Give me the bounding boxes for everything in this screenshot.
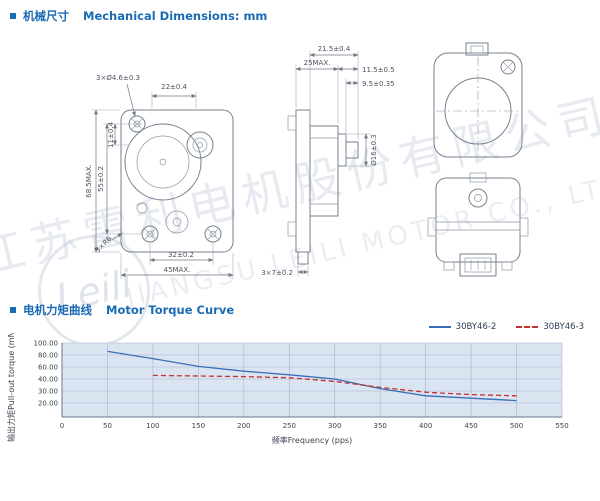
front-view-drawing: 22±0.4 3×Ø4.6±0.3 68.5MAX. 55±0.2 11±0.4 xyxy=(85,74,234,279)
svg-text:60.00: 60.00 xyxy=(38,364,58,372)
dimension-label: 3×7±0.2 xyxy=(261,269,293,277)
series-label: 30BY46-2 xyxy=(455,322,497,332)
svg-text:30.00: 30.00 xyxy=(38,388,58,396)
section-bullet-icon xyxy=(10,13,16,19)
legend-item-30BY46-3: 30BY46-3 xyxy=(516,322,584,332)
svg-text:100.00: 100.00 xyxy=(34,340,59,348)
dimension-label: 3×Ø4.6±0.3 xyxy=(96,74,140,82)
dimension-label: 11±0.4 xyxy=(107,122,115,148)
svg-text:20.00: 20.00 xyxy=(38,400,58,408)
section-bullet-icon xyxy=(10,307,16,313)
dimension-label: 25MAX. xyxy=(304,59,331,67)
dimension-label: 22±0.4 xyxy=(161,83,187,91)
top-view-drawing xyxy=(433,42,523,158)
section-title-en: Mechanical Dimensions: mm xyxy=(83,9,268,23)
svg-text:150: 150 xyxy=(192,422,205,430)
section-title-zh: 电机力矩曲线 xyxy=(23,303,92,317)
svg-text:200: 200 xyxy=(237,422,250,430)
section-header-torque: 电机力矩曲线 Motor Torque Curve xyxy=(0,298,600,320)
svg-text:频率Frequency (pps): 频率Frequency (pps) xyxy=(272,435,352,445)
svg-text:40.00: 40.00 xyxy=(38,376,58,384)
dimension-label: 21.5±0.4 xyxy=(318,45,351,53)
svg-text:50: 50 xyxy=(103,422,112,430)
dimension-label: 32±0.2 xyxy=(168,251,194,259)
svg-text:550: 550 xyxy=(555,422,568,430)
section-header-mechanical: 机械尺寸 Mechanical Dimensions: mm xyxy=(0,0,600,26)
svg-text:250: 250 xyxy=(283,422,296,430)
section-title-zh: 机械尺寸 xyxy=(23,9,69,23)
dimension-label: 68.5MAX. xyxy=(85,164,93,197)
section-title-en: Motor Torque Curve xyxy=(106,303,235,317)
svg-text:450: 450 xyxy=(464,422,477,430)
svg-text:350: 350 xyxy=(373,422,386,430)
dimension-label: 55±0.2 xyxy=(97,166,105,192)
series-line-sample xyxy=(428,326,451,328)
dimension-label: 45MAX. xyxy=(164,266,191,274)
series-line-sample xyxy=(516,326,539,328)
torque-curve-chart: 0 50 100 150 200 250 300 350 400 450 500 550 100.00 8… xyxy=(6,333,569,445)
chart-legend: 30BY46-2 30BY46-3 xyxy=(0,320,600,333)
svg-text:400: 400 xyxy=(419,422,432,430)
svg-text:100: 100 xyxy=(146,422,159,430)
dimension-label: 9.5±0.35 xyxy=(362,80,395,88)
bottom-view-drawing xyxy=(427,172,529,277)
svg-text:输出力矩Pull-out torque (mN·m): 输出力矩Pull-out torque (mN·m) xyxy=(6,333,16,442)
mechanical-drawings: 22±0.4 3×Ø4.6±0.3 68.5MAX. 55±0.2 11±0.4 xyxy=(85,42,529,279)
svg-text:300: 300 xyxy=(328,422,341,430)
dimension-label: 3×R6 xyxy=(94,234,114,254)
series-label: 30BY46-3 xyxy=(543,322,584,332)
side-view-drawing: 21.5±0.4 25MAX. 11.5±0.5 9.5±0.35 Ø16±0.… xyxy=(261,45,394,277)
svg-text:500: 500 xyxy=(510,422,523,430)
dimension-label: Ø16±0.3 xyxy=(370,134,378,165)
svg-text:80.00: 80.00 xyxy=(38,352,58,360)
legend-item-30BY46-2: 30BY46-2 xyxy=(428,322,497,332)
dimension-label: 11.5±0.5 xyxy=(362,66,395,74)
svg-text:0: 0 xyxy=(60,422,64,430)
